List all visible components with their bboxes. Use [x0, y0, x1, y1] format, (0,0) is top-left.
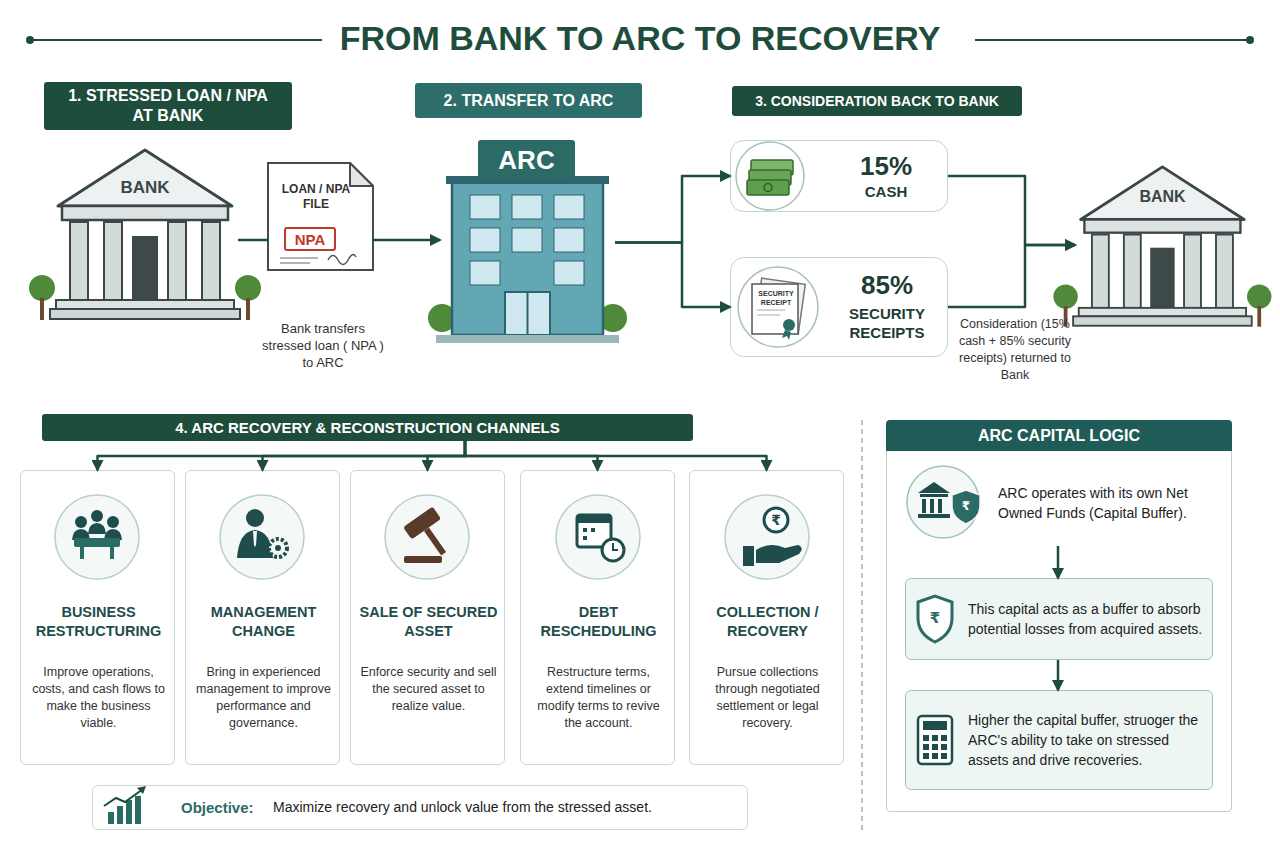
card-body: Improve operations, costs, and cash flow… [29, 664, 168, 732]
cash-box: 15% CASH [730, 140, 948, 212]
step-header: 3. CONSIDERATION BACK TO BANK [732, 86, 1022, 116]
statement-text: This capital acts as a buffer to absorb … [968, 579, 1204, 659]
flow-connector [238, 239, 268, 242]
objective-box: Objective:Maximize recovery and unlock v… [92, 785, 748, 830]
gavel-icon [385, 495, 469, 579]
channel-card: DEBT RESCHEDULING Restructure terms, exte… [520, 470, 675, 765]
bank-building: BANK [52, 148, 238, 330]
step-header: 4. ARC RECOVERY & RECONSTRUCTION CHANNEL… [42, 414, 693, 441]
card-body: Pursue collections through negotiated se… [698, 664, 837, 732]
capital-panel: ARC CAPITAL LOGIC ARC operates with its o… [886, 420, 1232, 812]
flow-connector [615, 243, 730, 308]
statement-text: Higher the capital buffer, struoger the … [968, 691, 1204, 789]
bank-sign: BANK [105, 178, 185, 198]
flow-connector [428, 441, 466, 470]
title-rule [30, 39, 322, 41]
statement-text: ARC operates with its own Net Owned Fund… [998, 467, 1218, 539]
flow-connector [465, 441, 598, 470]
capital-statement: ARC operates with its own Net Owned Fund… [901, 461, 1221, 546]
bank-illustration [1053, 167, 1271, 327]
collection-icon [725, 495, 809, 579]
channel-card: MANAGEMENT CHANGE Bring in experienced ma… [185, 470, 340, 765]
card-heading: SALE OF SECURED ASSET [355, 603, 502, 641]
cash-icon [736, 142, 804, 210]
percent-value: 15% [831, 151, 941, 181]
rupee-symbol: ₹ [958, 497, 974, 515]
step-title: 2. TRANSFER TO ARC [415, 83, 642, 118]
diagram-title: FROM BANK TO ARC TO RECOVERY [240, 16, 1040, 60]
channel-card: COLLECTION / RECOVERY Pursue collections … [689, 470, 844, 765]
card-heading: COLLECTION / RECOVERY [694, 603, 841, 641]
capital-icon [907, 466, 980, 538]
step-header: 1. STRESSED LOAN / NPA AT BANK [44, 82, 292, 130]
percent-value: 85% [831, 270, 943, 300]
loan-file: LOAN / NPA FILE NPA [268, 163, 373, 270]
capital-box: This capital acts as a buffer to absorb … [905, 578, 1213, 660]
growth-chart-icon [104, 786, 146, 824]
card-heading: BUSINESS RESTRUCTURING [25, 603, 172, 641]
flow-caption: Consideration (15% cash + 85% security r… [950, 316, 1080, 384]
rupee-symbol: ₹ [768, 510, 784, 530]
file-title: LOAN / NPA FILE [274, 182, 358, 212]
shield-icon [918, 596, 952, 642]
file-illustration [268, 163, 373, 270]
step-header: 2. TRANSFER TO ARC [415, 83, 642, 118]
channel-card: BUSINESS RESTRUCTURING Improve operations… [20, 470, 175, 765]
arc-building [428, 140, 627, 343]
receipt-icon-text: SECURITY RECEIPT [753, 289, 799, 307]
manager-icon [220, 495, 304, 579]
flow-connector [98, 441, 466, 470]
step-title: 3. CONSIDERATION BACK TO BANK [732, 86, 1022, 116]
objective-text: Maximize recovery and unlock value from … [273, 786, 743, 828]
security-receipt-box: SECURITY RECEIPT 85% SECURITY RECEIPTS [730, 257, 948, 357]
card-body: Bring in experienced management to impro… [194, 664, 333, 732]
flow-connector [615, 176, 730, 243]
card-body: Restructure terms, extend timelines or m… [529, 664, 668, 732]
channel-card: SALE OF SECURED ASSET Enforce security an… [350, 470, 505, 765]
bank-sign: BANK [1120, 188, 1205, 206]
bank-building: BANK [1075, 165, 1250, 325]
step-title: 4. ARC RECOVERY & RECONSTRUCTION CHANNEL… [42, 414, 693, 441]
step-title: 1. STRESSED LOAN / NPA AT BANK [44, 82, 292, 130]
arc-sign: ARC [478, 140, 575, 180]
capital-box: Higher the capital buffer, struoger the … [905, 690, 1213, 790]
flow-connector [1057, 660, 1060, 690]
bank-illustration [29, 150, 261, 320]
flow-caption: Bank transfers stressed loan ( NPA ) to … [262, 320, 384, 371]
flow-connector [465, 441, 767, 470]
security-receipt-icon [738, 267, 818, 347]
flow-connector [948, 245, 1075, 307]
card-body: Enforce security and sell the secured as… [359, 664, 498, 715]
panel-header: ARC CAPITAL LOGIC [886, 420, 1232, 451]
divider-line [861, 420, 863, 830]
card-heading: MANAGEMENT CHANGE [190, 603, 337, 641]
title-rule [975, 39, 1250, 41]
consideration-type: SECURITY RECEIPTS [831, 304, 943, 342]
flow-connector [948, 176, 1075, 245]
calendar-icon [556, 495, 640, 579]
flow-connector [263, 441, 466, 470]
arc-building: ARC [440, 140, 615, 345]
npa-stamp: NPA [285, 228, 335, 250]
objective-label: Objective: [181, 786, 271, 828]
flow-connector [373, 239, 440, 242]
calculator-icon [918, 716, 952, 764]
card-heading: DEBT RESCHEDULING [525, 603, 672, 641]
meeting-icon [55, 495, 139, 579]
consideration-type: CASH [831, 183, 941, 200]
flow-connector [1057, 546, 1060, 578]
